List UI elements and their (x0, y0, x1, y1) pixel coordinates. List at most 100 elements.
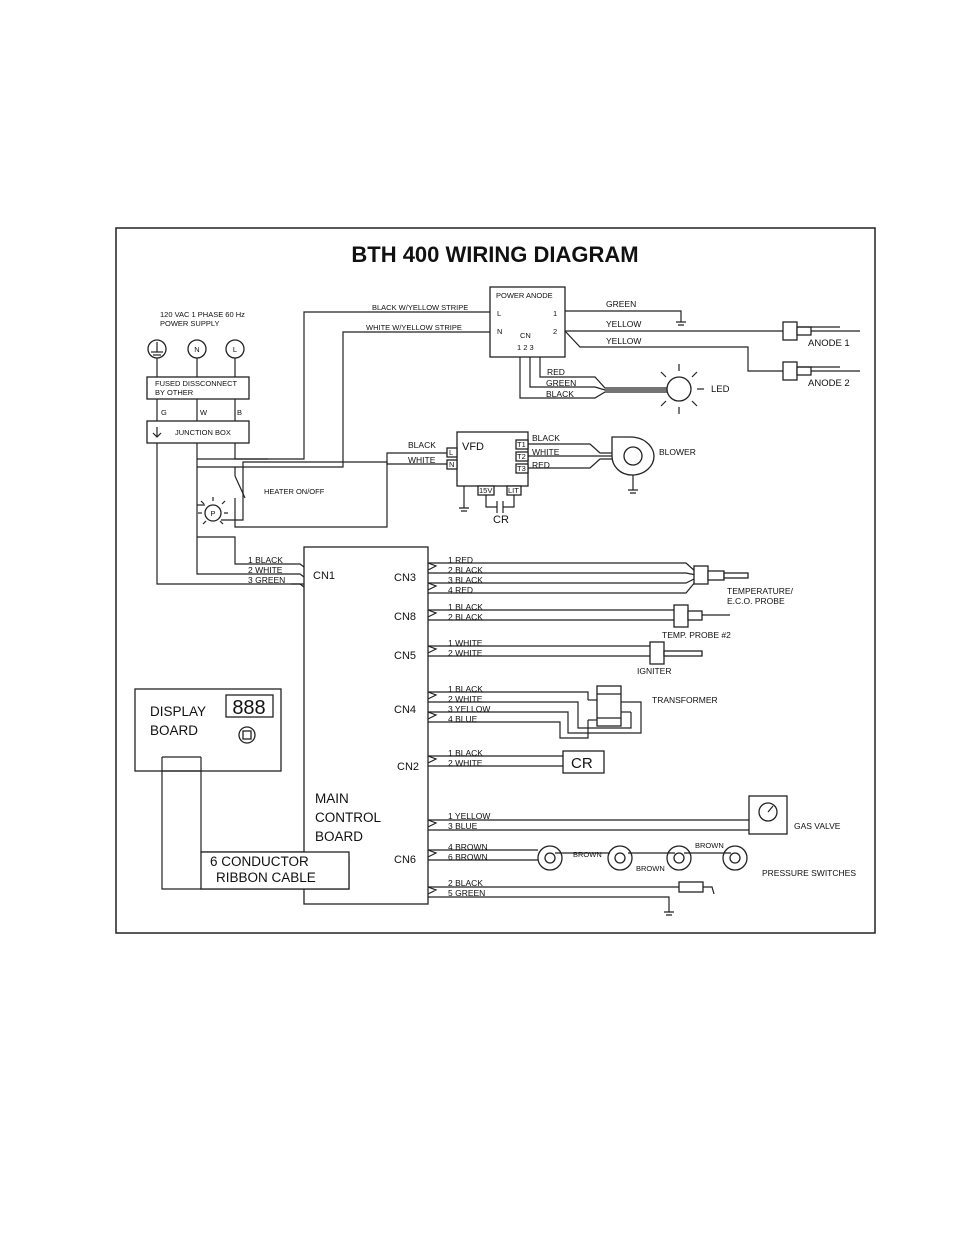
led-icon (660, 364, 704, 414)
anode-1-label: ANODE 1 (808, 338, 850, 349)
cn6-wire-6: 5 GREEN (448, 888, 485, 898)
power-anode-pin-2: 2 (553, 327, 557, 336)
junction-box (146, 420, 250, 444)
wire-yellow-label-2: YELLOW (606, 336, 641, 346)
igniter-label: IGNITER (637, 666, 671, 676)
cn4-wire-3: 3 YELLOW (448, 704, 490, 714)
wire-black-yellow-stripe: BLACK W/YELLOW STRIPE (372, 303, 468, 312)
ground-icon (676, 321, 686, 326)
wire-w-label: W (200, 408, 208, 417)
fused-disconnect-label: FUSED DISSCONNECT (155, 379, 238, 388)
junction-box-label: JUNCTION BOX (175, 428, 231, 437)
line-terminal-label: L (233, 345, 237, 354)
cn3-label: CN3 (394, 572, 416, 584)
power-anode-title: POWER ANODE (496, 291, 553, 300)
cn6-wire-4: 6 BROWN (448, 852, 488, 862)
cn2-label: CN2 (397, 761, 419, 773)
cn3-wire-4: 4 RED (448, 585, 473, 595)
cn4-wire-2: 2 WHITE (448, 694, 483, 704)
wire-g-label: G (161, 408, 167, 417)
cn1-label: CN1 (313, 570, 335, 582)
led-wire-black: BLACK (546, 389, 574, 399)
main-board-label-3: BOARD (315, 829, 363, 844)
cn6-label: CN6 (394, 854, 416, 866)
vfd-wire-white: WHITE (408, 455, 436, 465)
fused-disconnect-label-2: BY OTHER (155, 388, 194, 397)
transformer-label: TRANSFORMER (652, 695, 718, 705)
vfd-wire-black: BLACK (408, 440, 436, 450)
cn3-wire-3: 3 BLACK (448, 575, 483, 585)
vfd-pin-t2: T2 (517, 452, 526, 461)
temp-probe-2-label: TEMP. PROBE #2 (662, 630, 731, 640)
temperature-probe-icon (693, 565, 749, 585)
cn6-wire-2: 3 BLUE (448, 821, 478, 831)
power-anode-cn-pins: 1 2 3 (517, 343, 534, 352)
cn1-wire-1: 1 BLACK (248, 555, 283, 565)
pressure-switches-label: PRESSURE SWITCHES (762, 868, 856, 878)
cn2-wire-2: 2 WHITE (448, 758, 483, 768)
cn2-wire-1: 1 BLACK (448, 748, 483, 758)
vfd-cr-label: CR (493, 514, 509, 526)
cn8-wire-1: 1 BLACK (448, 602, 483, 612)
cn8-label: CN8 (394, 611, 416, 623)
vfd-pin-t1: T1 (517, 440, 526, 449)
gas-valve-label: GAS VALVE (794, 821, 841, 831)
igniter-icon (649, 641, 703, 665)
display-digits: 888 (232, 697, 265, 719)
vfd-out-black: BLACK (532, 433, 560, 443)
display-button-icon[interactable] (238, 726, 256, 744)
temp-probe-label-2: E.C.O. PROBE (727, 596, 785, 606)
power-supply-label: 120 VAC 1 PHASE 60 Hz (160, 310, 245, 319)
main-board-label-2: CONTROL (315, 810, 381, 825)
power-supply-label-2: POWER SUPPLY (160, 319, 219, 328)
blower-label: BLOWER (659, 447, 696, 457)
wire-green-label: GREEN (606, 299, 636, 309)
anode-2-label: ANODE 2 (808, 378, 850, 389)
vfd-title: VFD (462, 441, 484, 453)
transformer-icon (588, 685, 631, 727)
ribbon-cable-label-1: 6 CONDUCTOR (210, 854, 309, 869)
vfd-out-white: WHITE (532, 447, 560, 457)
anode-1-icon (782, 321, 860, 341)
main-board-label-1: MAIN (315, 791, 349, 806)
cn3-wire-2: 2 BLACK (448, 565, 483, 575)
power-anode-pin-l: L (497, 309, 501, 318)
vfd-ground-icon (459, 507, 469, 512)
gas-valve-icon (748, 795, 788, 835)
cr-box (562, 750, 605, 774)
ground-arrow-icon (152, 427, 162, 438)
ribbon-cable-label-2: RIBBON CABLE (216, 870, 316, 885)
anode-2-icon (782, 361, 860, 381)
cn3-wire-1: 1 RED (448, 555, 473, 565)
pressure-light-label: P (210, 509, 215, 518)
ribbon-cable-box (200, 851, 350, 890)
cn6-wire-5: 2 BLACK (448, 878, 483, 888)
led-wire-green: GREEN (546, 378, 576, 388)
display-board-label-2: BOARD (150, 723, 198, 738)
vfd-out-red: RED (532, 460, 550, 470)
pressure-light-icon (198, 497, 228, 525)
cn1-wire-2: 2 WHITE (248, 565, 283, 575)
vfd-pin-15v: 15V (479, 486, 492, 495)
power-anode-cn-label: CN (520, 331, 531, 340)
pressure-switch-wire-2: BROWN (636, 864, 665, 873)
pressure-switch-wire-1: BROWN (573, 850, 602, 859)
ground-terminal-icon (147, 339, 167, 359)
temp-probe-label-1: TEMPERATURE/ (727, 586, 794, 596)
wire-b-label: B (237, 408, 242, 417)
display-digits-box (225, 694, 274, 718)
main-control-board (303, 546, 429, 905)
cn5-label: CN5 (394, 650, 416, 662)
power-anode-module (489, 286, 566, 358)
vfd-pin-t3: T3 (517, 464, 526, 473)
cn8-wire-2: 2 BLACK (448, 612, 483, 622)
temp-probe-2-icon (673, 604, 730, 628)
led-wire-red: RED (547, 367, 565, 377)
cn4-wire-1: 1 BLACK (448, 684, 483, 694)
blower-icon (611, 436, 655, 494)
chassis-ground-icon (664, 911, 674, 916)
cn5-wire-1: 1 WHITE (448, 638, 483, 648)
vfd-pin-lit: LIT (508, 486, 519, 495)
pressure-switch-wire-3: BROWN (695, 841, 724, 850)
